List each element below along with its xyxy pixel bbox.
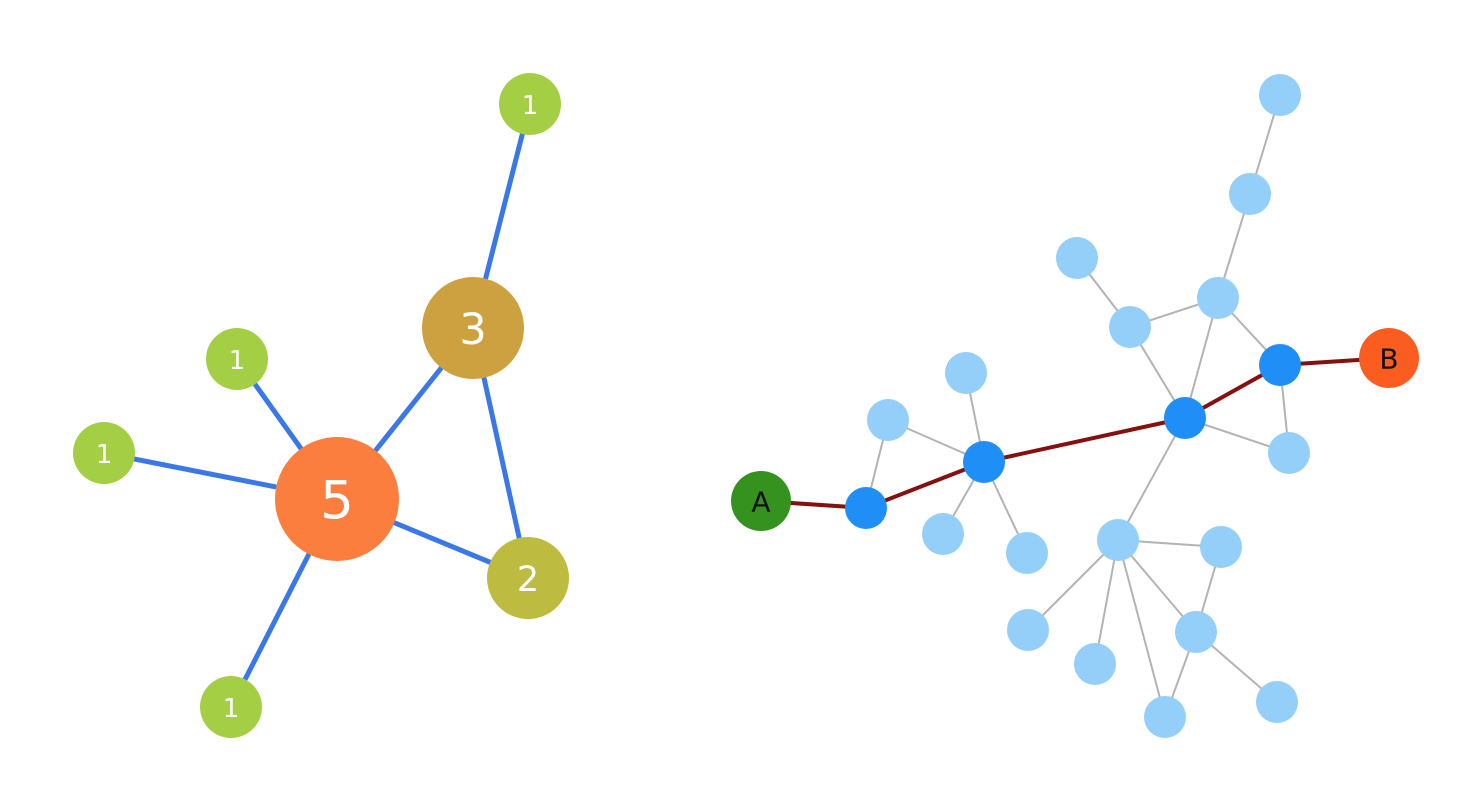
edge-p3-l12 — [1117, 417, 1186, 541]
path-node-p2 — [963, 441, 1005, 483]
end-node-label: B — [1379, 343, 1398, 376]
tree-node-l17 — [1074, 643, 1116, 685]
edge-l12-l16 — [1117, 539, 1166, 718]
tree-node-l14 — [1175, 611, 1217, 653]
node-label-bottom: 1 — [223, 694, 240, 724]
tree-node-l6 — [1109, 306, 1151, 348]
node-label-upper-left: 1 — [229, 346, 246, 376]
tree-node-l4 — [1006, 532, 1048, 574]
path-edge-p2-p3 — [982, 416, 1187, 464]
tree-node-l5 — [1197, 277, 1239, 319]
tree-node-l11 — [1268, 432, 1310, 474]
edge-l12-l15 — [1027, 539, 1119, 631]
node-label-hub: 5 — [320, 471, 354, 532]
shortest-path-graph: AB — [731, 74, 1419, 738]
start-node — [731, 471, 791, 531]
tree-node-l12 — [1097, 519, 1139, 561]
tree-node-l2 — [945, 352, 987, 394]
path-node-p3 — [1164, 397, 1206, 439]
tree-node-l7 — [1056, 237, 1098, 279]
tree-node-l15 — [1007, 609, 1049, 651]
node-label-pair: 2 — [517, 560, 539, 600]
node-label-mid: 3 — [459, 305, 486, 355]
edge-l12-l17 — [1094, 539, 1119, 665]
node-label-top: 1 — [522, 91, 539, 121]
node-label-left: 1 — [96, 440, 113, 470]
tree-node-l13 — [1200, 526, 1242, 568]
start-node-label: A — [751, 486, 770, 519]
tree-node-l16 — [1144, 696, 1186, 738]
end-node — [1359, 328, 1419, 388]
node-top — [499, 73, 561, 135]
node-left — [73, 422, 135, 484]
node-upper-left — [206, 328, 268, 390]
tree-node-l9 — [1259, 74, 1301, 116]
node-pair — [487, 537, 569, 619]
node-hub — [275, 437, 399, 561]
tree-node-l18 — [1256, 681, 1298, 723]
path-node-p4 — [1259, 344, 1301, 386]
node-mid — [422, 277, 524, 379]
degree-graph: 5 3 2 1 1 1 1 — [73, 73, 569, 738]
tree-node-l8 — [1229, 173, 1271, 215]
path-edge-p1-p2 — [864, 460, 986, 510]
tree-node-l1 — [867, 399, 909, 441]
tree-node-l3 — [922, 513, 964, 555]
node-bottom — [200, 676, 262, 738]
path-node-p1 — [845, 487, 887, 529]
